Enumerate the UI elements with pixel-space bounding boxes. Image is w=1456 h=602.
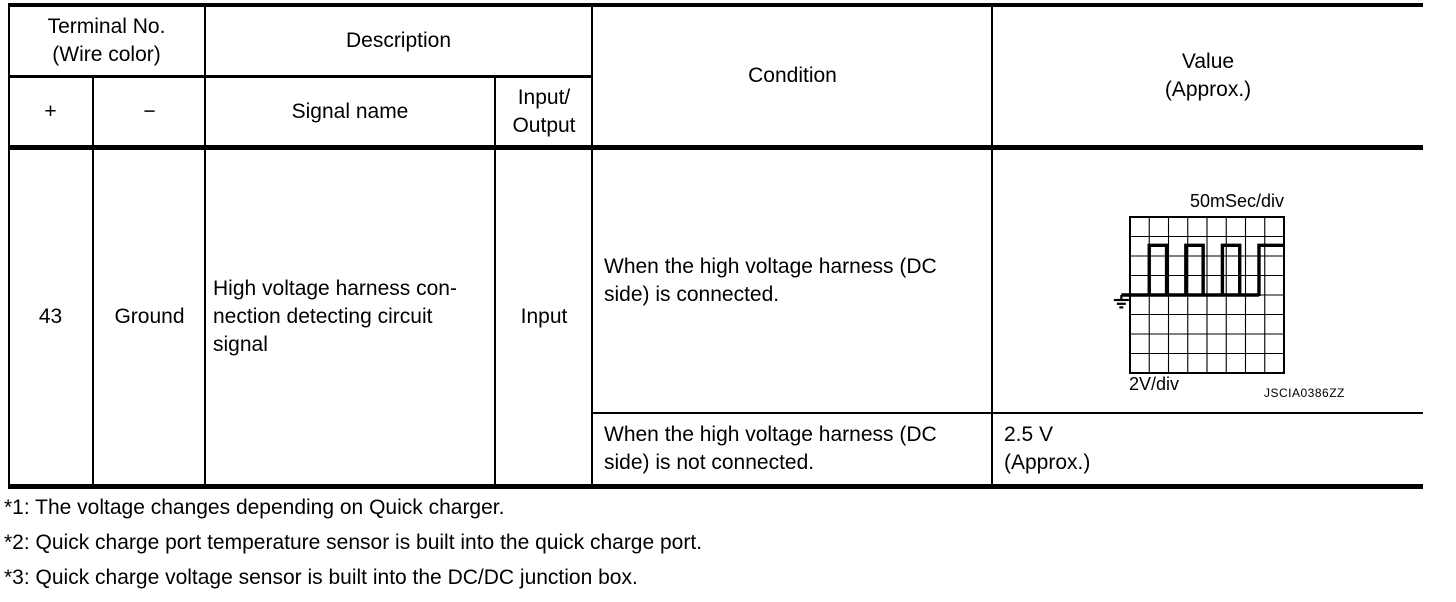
header-description: Description	[205, 7, 592, 75]
table-bottom-border	[8, 484, 1423, 489]
cell-condition-1: When the high voltage harness (DC side) …	[604, 150, 989, 412]
header-bottom-border	[8, 145, 1423, 150]
scope-waveform	[1147, 243, 1284, 296]
header-plus-label: +	[44, 99, 57, 123]
terminal-number: 43	[38, 305, 63, 328]
header-terminal: Terminal No. (Wire color)	[8, 7, 205, 75]
divider-terminal-description	[204, 3, 206, 489]
footnote-2: *2: Quick charge port temperature sensor…	[4, 529, 702, 557]
cell-input-output: Input	[496, 150, 592, 484]
header-minus-label: −	[143, 99, 156, 123]
input-output-value: Input	[520, 305, 568, 328]
divider-condition-value	[991, 3, 993, 489]
table-top-border	[8, 3, 1423, 7]
header-sub-divider	[8, 75, 592, 78]
header-condition: Condition	[593, 7, 992, 145]
cell-terminal-minus: Ground	[94, 150, 205, 484]
cell-value-1: 50mSec/div 2V/div JSCIA0386ZZ	[993, 150, 1423, 412]
divider-description-condition	[591, 3, 593, 489]
header-input-output-label: Input/ Output	[512, 85, 576, 137]
header-minus: −	[94, 78, 205, 145]
cell-value-2: 2.5 V (Approx.)	[1004, 414, 1419, 484]
divider-plus-minus	[92, 75, 94, 489]
header-condition-label: Condition	[748, 64, 837, 87]
scope-time-per-div-label: 50mSec/div	[1189, 191, 1284, 211]
header-description-label: Description	[345, 29, 452, 52]
footnote-1-text: *1: The voltage changes depending on Qui…	[4, 496, 505, 519]
divider-signal-io	[494, 75, 496, 489]
signal-name-text: High voltage harness con- nection detect…	[213, 277, 457, 356]
oscilloscope-figure	[1113, 216, 1285, 374]
header-signal-name-label: Signal name	[291, 99, 409, 123]
terminal-ground: Ground	[114, 305, 185, 328]
footnote-3: *3: Quick charge voltage sensor is built…	[4, 564, 638, 592]
header-signal-name: Signal name	[205, 78, 495, 145]
footnote-1: *1: The voltage changes depending on Qui…	[4, 494, 504, 522]
header-input-output: Input/ Output	[496, 78, 592, 145]
scope-volts-per-div-label: 2V/div	[1129, 374, 1180, 394]
condition-2-text: When the high voltage harness (DC side) …	[604, 423, 937, 474]
header-value: Value (Approx.)	[993, 7, 1423, 145]
value-2-text: 2.5 V (Approx.)	[1004, 423, 1091, 474]
condition-1-text: When the high voltage harness (DC side) …	[604, 255, 937, 306]
figure-id: JSCIA0386ZZ	[1264, 386, 1345, 400]
cell-condition-2: When the high voltage harness (DC side) …	[604, 414, 989, 484]
footnote-3-text: *3: Quick charge voltage sensor is built…	[4, 566, 638, 589]
cell-terminal-plus: 43	[8, 150, 93, 484]
footnote-2-text: *2: Quick charge port temperature sensor…	[4, 531, 703, 554]
header-value-label: Value (Approx.)	[1164, 50, 1252, 101]
cell-signal-name: High voltage harness con- nection detect…	[213, 150, 493, 484]
table-left-border	[8, 3, 10, 489]
header-terminal-label: Terminal No. (Wire color)	[47, 15, 166, 66]
ground-icon	[1113, 295, 1129, 309]
condition-row-divider	[592, 412, 1423, 414]
header-plus: +	[8, 78, 93, 145]
